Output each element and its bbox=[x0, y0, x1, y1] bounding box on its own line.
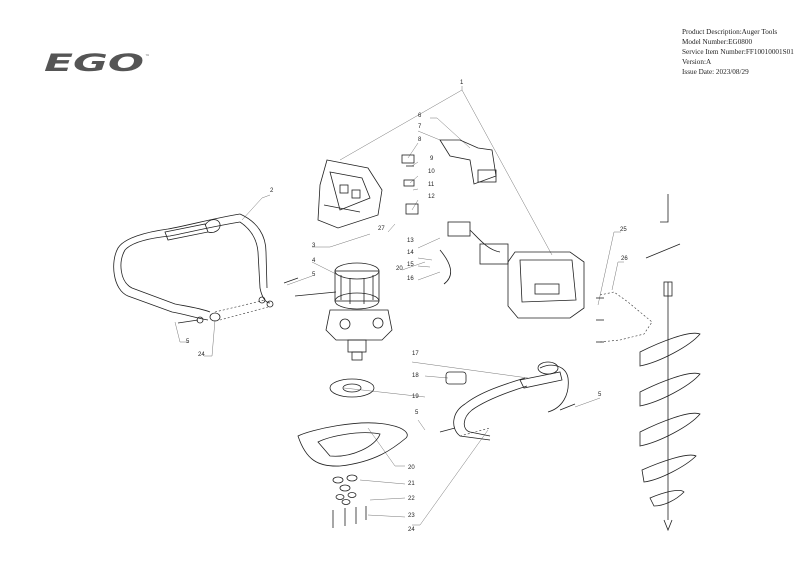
callout-4: 4 bbox=[312, 258, 316, 264]
callout-12: 12 bbox=[428, 194, 435, 200]
callout-13: 13 bbox=[407, 238, 414, 244]
leader-lines bbox=[174, 86, 624, 526]
callout-22: 22 bbox=[408, 496, 415, 502]
callout-21: 21 bbox=[408, 481, 415, 487]
callout-24-a: 24 bbox=[198, 352, 205, 358]
callout-23: 23 bbox=[408, 513, 415, 519]
callout-8: 8 bbox=[418, 137, 422, 143]
model-number: Model Number:EG0800 bbox=[682, 38, 753, 46]
callout-27: 27 bbox=[378, 226, 385, 232]
callout-7: 7 bbox=[418, 124, 422, 130]
callout-1: 1 bbox=[460, 80, 464, 86]
callout-14: 14 bbox=[407, 250, 414, 256]
motor-gearbox-assembly bbox=[294, 262, 393, 361]
housing-left-half bbox=[317, 159, 383, 229]
housing-right-half bbox=[507, 251, 585, 319]
callout-17: 17 bbox=[412, 351, 419, 357]
callout-10: 10 bbox=[428, 169, 435, 175]
callout-5-d: 5 bbox=[598, 392, 602, 398]
callout-5-b: 5 bbox=[186, 339, 190, 345]
issue-date: Issue Date: 2023/08/29 bbox=[682, 68, 749, 76]
callout-3: 3 bbox=[312, 243, 316, 249]
callout-5-a: 5 bbox=[312, 272, 316, 278]
auger-bit bbox=[596, 194, 701, 532]
version: Version:A bbox=[682, 58, 712, 66]
callout-11: 11 bbox=[428, 182, 435, 188]
service-item-number: Service Item Number:FF10010001S01 bbox=[682, 48, 794, 56]
callout-15: 15 bbox=[407, 262, 414, 268]
callout-9: 9 bbox=[430, 156, 434, 162]
collar-and-guard bbox=[297, 371, 467, 467]
ego-logo: EGO ™ bbox=[44, 50, 150, 74]
callout-labels: 1 2 3 4 5 5 5 5 6 7 8 9 10 11 12 27 13 1… bbox=[186, 80, 628, 533]
callout-25: 25 bbox=[620, 227, 627, 233]
callout-5-c: 5 bbox=[415, 410, 419, 416]
switch-parts bbox=[401, 139, 509, 285]
callout-18: 18 bbox=[412, 373, 419, 379]
callout-6: 6 bbox=[418, 113, 422, 119]
callout-20-b: 20 bbox=[408, 465, 415, 471]
callout-24-b: 24 bbox=[408, 527, 415, 533]
product-info-block: Product Description:Auger Tools Model Nu… bbox=[682, 27, 794, 77]
handle-assembly-right bbox=[439, 361, 576, 441]
callout-2: 2 bbox=[270, 188, 274, 194]
callout-20-a: 20 bbox=[396, 266, 403, 272]
callout-19: 19 bbox=[412, 394, 419, 400]
callout-16: 16 bbox=[407, 276, 414, 282]
callout-26: 26 bbox=[621, 256, 628, 262]
handle-assembly-left bbox=[113, 213, 299, 324]
trademark-symbol: ™ bbox=[145, 54, 150, 60]
mounting-hardware bbox=[332, 474, 367, 528]
ego-logo-text: EGO bbox=[44, 50, 144, 74]
product-description: Product Description:Auger Tools bbox=[682, 28, 778, 36]
